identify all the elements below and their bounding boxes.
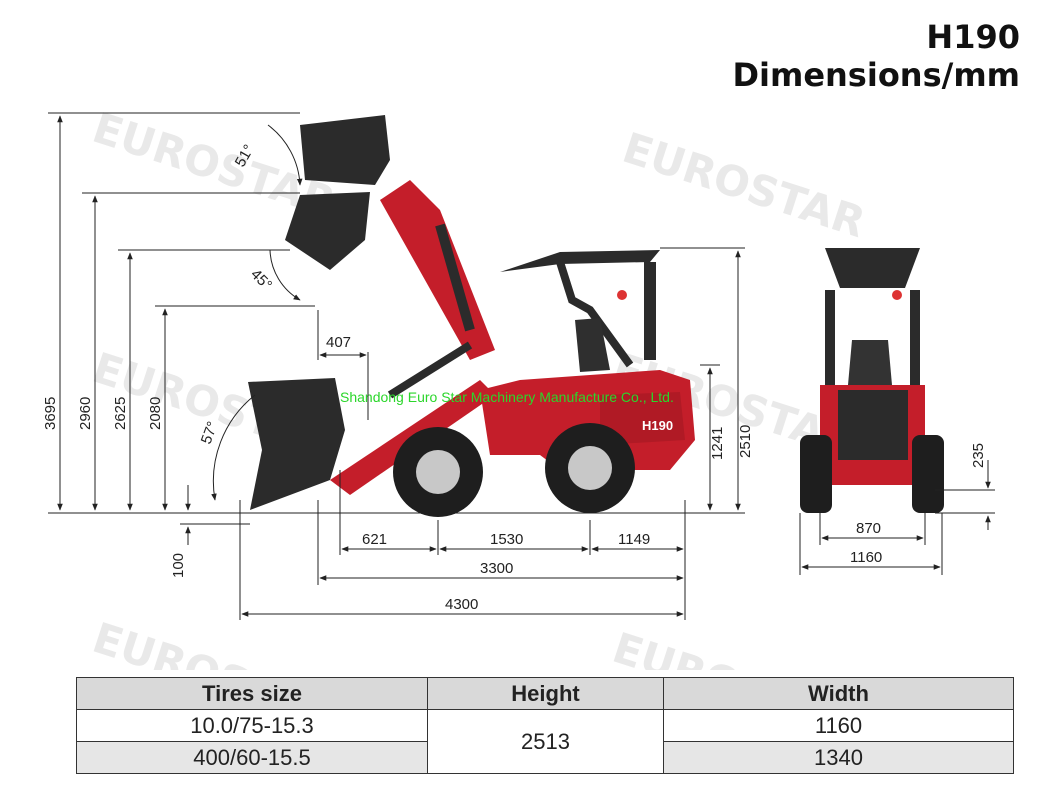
dimension-drawing: EUROSTAR EUROSTAR EUROSTAR EUROSTAR EURO… (42, 103, 995, 670)
dim-height-2625: 2625 (112, 397, 129, 430)
model-title: H190 (926, 18, 1020, 56)
dim-width-1160: 1160 (850, 549, 882, 566)
length-dimension-lines (239, 470, 686, 620)
title-block: H190 Dimensions/mm (732, 18, 1020, 95)
dim-reach-407: 407 (326, 334, 351, 351)
cell-height: 2513 (427, 709, 664, 774)
rear-rim (568, 446, 612, 490)
front-view-loader (800, 248, 944, 513)
dim-ground-clearance: 235 (970, 443, 987, 468)
lift-cylinder (435, 223, 475, 332)
dim-length-1530: 1530 (490, 531, 523, 548)
front-tire-left (800, 435, 832, 513)
front-tire-right (912, 435, 944, 513)
front-rim (416, 450, 460, 494)
table-header-row: Tires size Height Width (76, 677, 1014, 710)
header-width: Width (663, 677, 1014, 710)
header-height: Height (427, 677, 664, 710)
dim-length-4300: 4300 (445, 596, 478, 613)
table-row: 400/60-15.5 1340 (76, 741, 1014, 774)
company-name: Shandong Euro Star Machinery Manufacture… (340, 389, 674, 405)
front-seat (848, 340, 892, 385)
seat (575, 318, 610, 372)
dim-height-100: 100 (170, 553, 187, 578)
bucket-mid (285, 192, 370, 270)
dim-height-2080: 2080 (147, 397, 164, 430)
dim-height-1241: 1241 (709, 427, 726, 460)
dim-height-2510: 2510 (737, 425, 754, 458)
table-row: 10.0/75-15.3 2513 1160 (76, 709, 1014, 774)
canopy-roof (500, 250, 660, 272)
front-rear-panel (838, 390, 908, 460)
front-dimension-lines (799, 460, 995, 575)
rops-front-post (556, 260, 634, 368)
cell-tire-size: 10.0/75-15.3 (76, 709, 428, 742)
dimensions-subtitle: Dimensions/mm (732, 56, 1020, 95)
dim-length-621: 621 (362, 531, 387, 548)
height-dimension-lines (48, 112, 745, 545)
side-view-loader: H190 (248, 115, 695, 517)
watermark-6: EUROSTAR (607, 623, 861, 670)
bucket-lowered (248, 378, 345, 510)
dim-length-1149: 1149 (618, 531, 650, 548)
dim-track-870: 870 (856, 520, 881, 537)
lift-arm-raised (380, 180, 495, 360)
bucket-top (300, 115, 390, 185)
beacon-light (617, 290, 627, 300)
watermark-2: EUROSTAR (617, 123, 871, 247)
dim-length-3300: 3300 (480, 560, 513, 577)
front-post-left (825, 290, 835, 390)
front-post-right (910, 290, 920, 390)
angle-45: 45° (247, 266, 275, 294)
cell-width: 1340 (663, 741, 1014, 774)
cell-width: 1160 (663, 709, 1014, 742)
cell-tire-size: 400/60-15.5 (76, 741, 428, 774)
angle-57: 57° (198, 419, 222, 446)
cab-badge: H190 (642, 418, 673, 433)
engine-hood (600, 392, 685, 445)
front-beacon (892, 290, 902, 300)
dim-height-2960: 2960 (77, 397, 94, 430)
tilt-cylinder (387, 341, 473, 399)
watermark-5: EUROSTAR (87, 613, 341, 670)
front-canopy (825, 248, 920, 288)
header-tires-size: Tires size (76, 677, 428, 710)
tire-spec-table: Tires size Height Width 10.0/75-15.3 251… (76, 677, 1014, 774)
dim-height-3695: 3695 (42, 397, 59, 430)
